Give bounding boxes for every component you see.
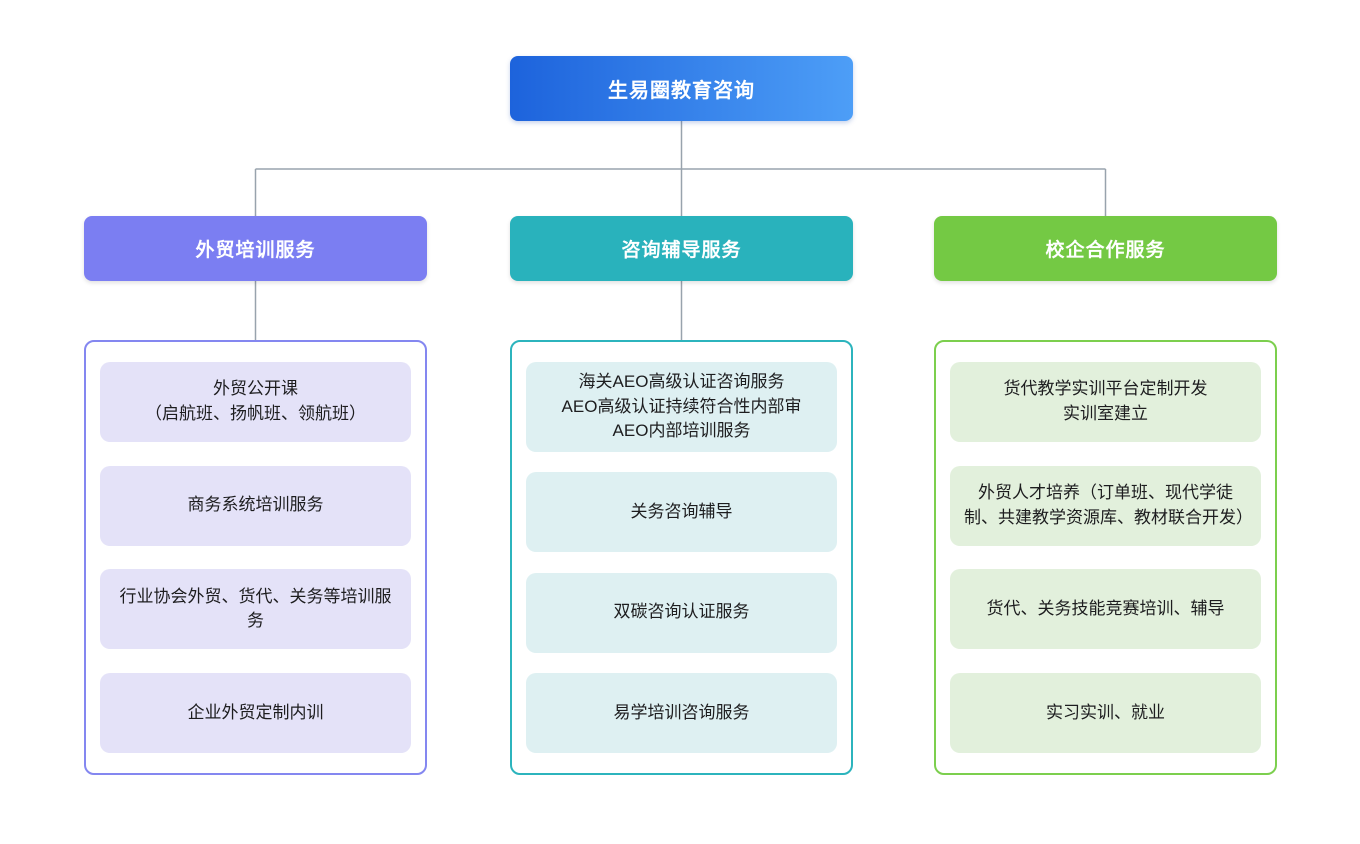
item-node: 外贸人才培养（订单班、现代学徒制、共建教学资源库、教材联合开发） (950, 465, 1261, 546)
item-node: 行业协会外贸、货代、关务等培训服务 (100, 569, 411, 650)
item-node: 外贸公开课 （启航班、扬帆班、领航班） (100, 362, 411, 442)
item-label: 企业外贸定制内训 (187, 702, 324, 722)
group-foreign-trade-training: 外贸公开课 （启航班、扬帆班、领航班） 商务系统培训服务 行业协会外贸、货代、关… (84, 340, 427, 775)
item-label: 货代、关务技能竞赛培训、辅导 (986, 598, 1225, 618)
branch-header-consulting-coaching: 咨询辅导服务 (510, 216, 853, 281)
item-label: 易学培训咨询服务 (613, 702, 750, 722)
item-label: 商务系统培训服务 (187, 495, 324, 515)
branch-header-label: 校企合作服务 (1045, 240, 1166, 261)
item-label: 实习实训、就业 (1046, 702, 1165, 722)
item-label: 行业协会外贸、货代、关务等培训服务 (119, 586, 392, 631)
item-node: 实习实训、就业 (950, 672, 1261, 753)
item-node: 海关AEO高级认证咨询服务 AEO高级认证持续符合性内部审 AEO内部培训服务 (526, 362, 837, 452)
group-school-enterprise: 货代教学实训平台定制开发 实训室建立 外贸人才培养（订单班、现代学徒制、共建教学… (934, 340, 1277, 775)
item-label: 货代教学实训平台定制开发 实训室建立 (1003, 379, 1208, 423)
item-node: 货代教学实训平台定制开发 实训室建立 (950, 362, 1261, 442)
item-label: 海关AEO高级认证咨询服务 AEO高级认证持续符合性内部审 AEO内部培训服务 (561, 372, 802, 441)
item-node: 企业外贸定制内训 (100, 672, 411, 753)
branch-header-label: 外贸培训服务 (195, 240, 316, 261)
group-consulting-coaching: 海关AEO高级认证咨询服务 AEO高级认证持续符合性内部审 AEO内部培训服务 … (510, 340, 853, 775)
item-node: 商务系统培训服务 (100, 465, 411, 546)
item-node: 货代、关务技能竞赛培训、辅导 (950, 569, 1261, 650)
item-label: 外贸人才培养（订单班、现代学徒制、共建教学资源库、教材联合开发） (964, 483, 1253, 527)
item-label: 双碳咨询认证服务 (613, 602, 750, 622)
item-label: 关务咨询辅导 (630, 501, 733, 521)
item-label: 外贸公开课 （启航班、扬帆班、领航班） (145, 379, 366, 423)
branch-header-foreign-trade-training: 外贸培训服务 (84, 216, 427, 281)
branch-header-school-enterprise: 校企合作服务 (934, 216, 1277, 281)
root-node: 生易圈教育咨询 (510, 56, 853, 121)
item-node: 关务咨询辅导 (526, 472, 837, 553)
root-node-label: 生易圈教育咨询 (608, 80, 755, 102)
item-node: 双碳咨询认证服务 (526, 572, 837, 653)
branch-header-label: 咨询辅导服务 (621, 240, 742, 261)
item-node: 易学培训咨询服务 (526, 673, 837, 753)
